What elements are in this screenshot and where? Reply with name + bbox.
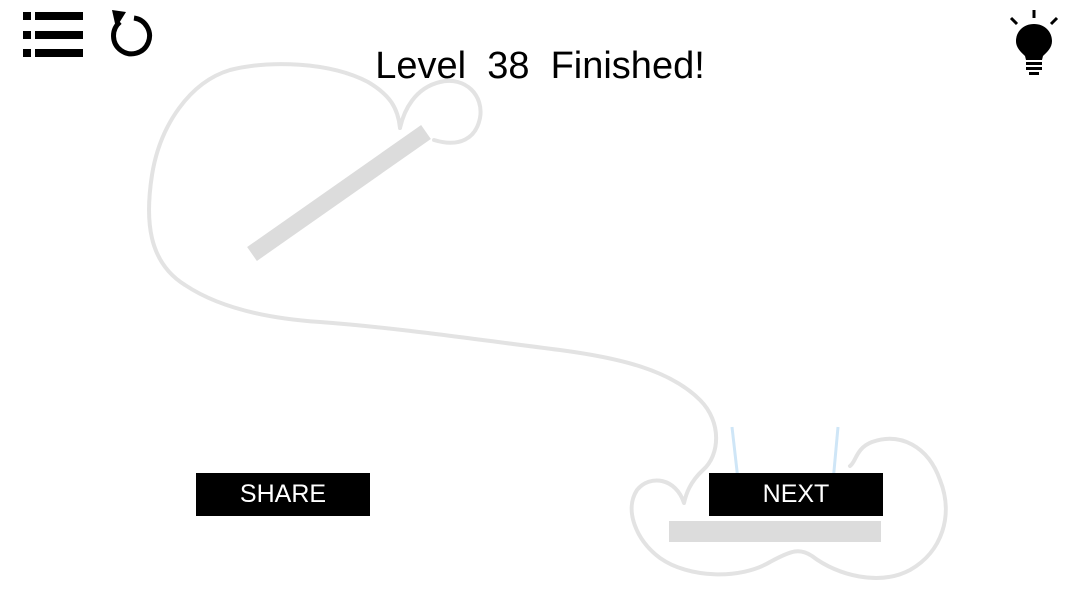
restart-icon[interactable] (104, 8, 156, 60)
list-menu-icon[interactable] (22, 10, 84, 60)
level-finished-title: Level 38 Finished! (375, 45, 705, 87)
floor-bar (669, 521, 881, 542)
tilted-bar (247, 125, 431, 261)
share-button[interactable]: SHARE (196, 473, 370, 516)
drawn-line (147, 62, 948, 580)
lightbulb-icon[interactable] (1005, 8, 1063, 76)
next-level-button[interactable]: NEXT (709, 473, 883, 516)
